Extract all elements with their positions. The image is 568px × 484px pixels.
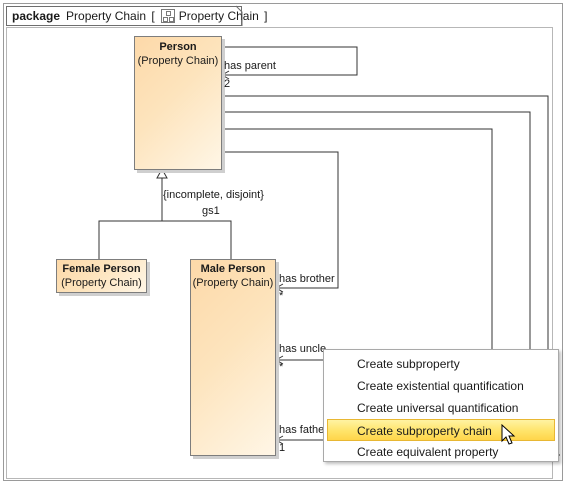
- class-female-person[interactable]: Female Person (Property Chain): [56, 259, 147, 293]
- has-brother-arrowhead: [274, 283, 284, 293]
- context-menu: Create subproperty Create existential qu…: [323, 349, 559, 462]
- package-body: [6, 27, 553, 479]
- has-father-arrowhead: [274, 435, 284, 445]
- class-name: Person: [159, 41, 197, 53]
- menu-item-create-subproperty[interactable]: Create subproperty: [357, 357, 460, 371]
- generalization-triangle: [156, 167, 168, 179]
- has-parent-arrowhead: [220, 70, 230, 80]
- class-stereotype: (Property Chain): [137, 55, 219, 67]
- menu-item-create-universal-quantification[interactable]: Create universal quantification: [357, 401, 519, 415]
- package-tab-corner: [235, 5, 243, 26]
- class-diagram-icon: [160, 9, 175, 23]
- has-uncle-arrowhead: [274, 355, 284, 365]
- package-name: Property Chain: [66, 9, 147, 23]
- class-male-person[interactable]: Male Person (Property Chain): [190, 259, 276, 456]
- menu-item-create-equivalent-property[interactable]: Create equivalent property: [357, 445, 499, 459]
- has-brother-line: [222, 151, 339, 289]
- generalization-line: [98, 171, 163, 259]
- class-name: Male Person: [200, 263, 266, 275]
- bracket-close: ]: [264, 9, 268, 23]
- bracket-open: [: [151, 9, 155, 23]
- mouse-pointer-icon: [501, 424, 516, 445]
- has-parent-label[interactable]: has parent: [224, 60, 276, 72]
- generalization-constraint: {incomplete, disjoint}: [163, 189, 264, 201]
- generalization-set-name: gs1: [202, 205, 220, 217]
- package-header[interactable]: package Property Chain [ Property Chain ]: [6, 6, 268, 26]
- has-brother-label[interactable]: has brother: [279, 273, 335, 285]
- has-father-label[interactable]: has fathe: [279, 424, 325, 436]
- class-person[interactable]: Person (Property Chain): [134, 36, 222, 170]
- has-uncle-label[interactable]: has uncle: [279, 343, 327, 355]
- has-father-multiplicity: 1: [279, 442, 286, 454]
- has-parent-multiplicity: 2: [224, 78, 231, 90]
- package-keyword: package: [12, 9, 61, 23]
- class-name: Female Person: [62, 263, 141, 275]
- menu-item-create-existential-quantification[interactable]: Create existential quantification: [357, 379, 524, 393]
- generalization-line-male: [162, 220, 232, 259]
- has-uncle-multiplicity: *: [279, 361, 284, 373]
- class-stereotype: (Property Chain): [61, 277, 142, 289]
- has-brother-multiplicity: *: [279, 290, 284, 302]
- has-parent-line: [222, 46, 358, 76]
- menu-item-create-subproperty-chain[interactable]: Create subproperty chain: [327, 419, 555, 441]
- class-stereotype: (Property Chain): [192, 277, 274, 289]
- diagram-name: Property Chain: [178, 9, 259, 23]
